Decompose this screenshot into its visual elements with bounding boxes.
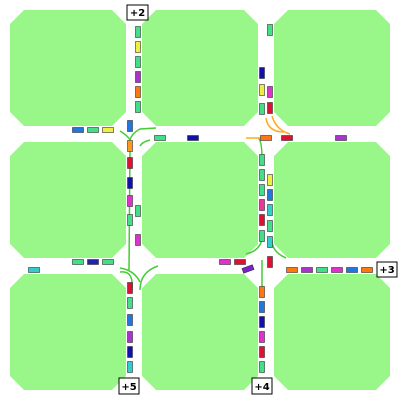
city-block-2-0	[10, 274, 126, 390]
car-19[interactable]	[72, 259, 84, 265]
car-52[interactable]	[241, 264, 255, 274]
car-41[interactable]	[259, 199, 265, 211]
car-6[interactable]	[72, 127, 84, 133]
car-56[interactable]	[331, 267, 343, 273]
turn-path-2	[139, 139, 151, 147]
car-26[interactable]	[127, 331, 133, 343]
car-54[interactable]	[301, 267, 313, 273]
turn-path-4	[139, 265, 159, 291]
city-block-0-1	[142, 10, 258, 126]
car-44[interactable]	[267, 174, 273, 186]
car-58[interactable]	[361, 267, 373, 273]
city-block-0-2	[274, 10, 390, 126]
spawn-count-top: +2	[130, 8, 145, 19]
vehicles[interactable]	[28, 24, 373, 373]
car-40[interactable]	[259, 184, 265, 196]
city-block-1-2	[274, 142, 390, 258]
car-62[interactable]	[259, 331, 265, 343]
city-blocks	[10, 10, 390, 390]
car-55[interactable]	[316, 267, 328, 273]
car-8[interactable]	[102, 127, 114, 133]
car-60[interactable]	[259, 301, 265, 313]
car-36[interactable]	[281, 135, 293, 141]
car-20[interactable]	[87, 259, 99, 265]
car-23[interactable]	[127, 282, 133, 294]
car-31[interactable]	[259, 84, 265, 96]
car-12[interactable]	[127, 140, 133, 152]
car-10[interactable]	[187, 135, 199, 141]
car-37[interactable]	[335, 135, 347, 141]
turn-path-5	[119, 267, 141, 283]
spawn-badge-bottom-left: +5	[118, 377, 140, 395]
car-33[interactable]	[259, 103, 265, 115]
car-46[interactable]	[267, 204, 273, 216]
car-50[interactable]	[219, 259, 231, 265]
car-48[interactable]	[267, 236, 273, 248]
car-5[interactable]	[135, 101, 141, 113]
city-block-0-0	[10, 10, 126, 126]
city-block-2-1	[142, 274, 258, 390]
city-block-2-2	[274, 274, 390, 390]
car-35[interactable]	[260, 135, 272, 141]
car-21[interactable]	[102, 259, 114, 265]
car-3[interactable]	[135, 71, 141, 83]
car-59[interactable]	[259, 286, 265, 298]
car-9[interactable]	[154, 135, 166, 141]
car-24[interactable]	[127, 297, 133, 309]
car-17[interactable]	[135, 205, 141, 217]
car-39[interactable]	[259, 169, 265, 181]
turn-path-1	[119, 130, 131, 141]
car-42[interactable]	[259, 214, 265, 226]
car-47[interactable]	[267, 220, 273, 232]
car-29[interactable]	[267, 24, 273, 36]
car-22[interactable]	[28, 267, 40, 273]
car-13[interactable]	[127, 157, 133, 169]
city-block-1-0	[10, 142, 126, 258]
turn-path-8	[265, 117, 285, 133]
car-11[interactable]	[127, 120, 133, 132]
car-4[interactable]	[135, 86, 141, 98]
car-14[interactable]	[127, 177, 133, 189]
spawn-count-right: +3	[379, 265, 394, 276]
car-38[interactable]	[259, 154, 265, 166]
car-25[interactable]	[127, 314, 133, 326]
car-64[interactable]	[259, 361, 265, 373]
car-16[interactable]	[127, 214, 133, 226]
car-32[interactable]	[267, 86, 273, 98]
spawn-count-bottom-left: +5	[121, 382, 136, 393]
car-28[interactable]	[127, 361, 133, 373]
car-2[interactable]	[135, 56, 141, 68]
car-27[interactable]	[127, 346, 133, 358]
spawn-badge-right: +3	[376, 261, 398, 278]
car-63[interactable]	[259, 346, 265, 358]
car-30[interactable]	[259, 67, 265, 79]
car-0[interactable]	[135, 26, 141, 38]
car-18[interactable]	[135, 234, 141, 246]
car-51[interactable]	[234, 259, 246, 265]
car-15[interactable]	[127, 195, 133, 207]
car-43[interactable]	[259, 230, 265, 242]
car-61[interactable]	[259, 316, 265, 328]
spawn-badge-top: +2	[126, 4, 149, 21]
car-34[interactable]	[267, 102, 273, 114]
city-block-1-1	[142, 142, 258, 258]
spawn-badge-bottom-right: +4	[251, 377, 273, 395]
car-7[interactable]	[87, 127, 99, 133]
car-1[interactable]	[135, 41, 141, 53]
turn-path-9	[271, 115, 291, 135]
car-57[interactable]	[346, 267, 358, 273]
spawn-count-bottom-right: +4	[254, 382, 269, 393]
car-53[interactable]	[286, 267, 298, 273]
car-45[interactable]	[267, 189, 273, 201]
turn-path-0	[129, 127, 157, 141]
car-49[interactable]	[267, 256, 273, 268]
